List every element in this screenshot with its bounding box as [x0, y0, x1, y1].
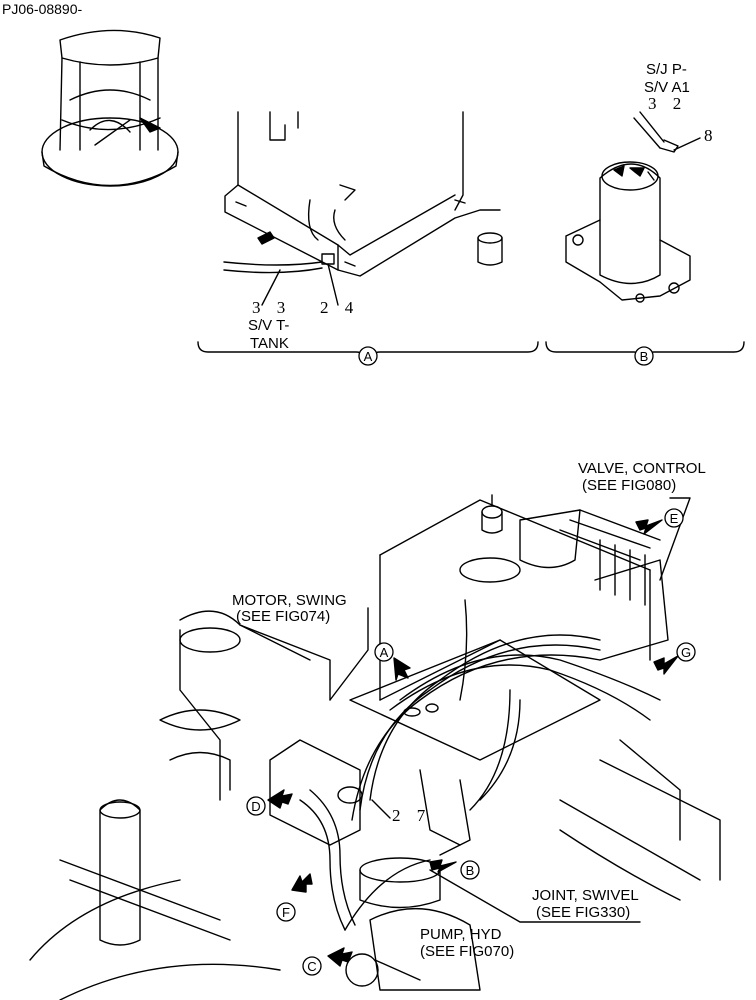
arrow-f: [291, 873, 313, 893]
joint-label-line1: JOINT, SWIVEL: [532, 887, 639, 904]
detail-b-label-line1: S/J P-: [646, 61, 687, 78]
valve-leader: [659, 497, 691, 581]
callout-32: 3 2: [648, 94, 688, 113]
pump-leader: [374, 959, 421, 981]
callout-8: 8: [704, 126, 719, 145]
marker-c: C: [302, 956, 322, 976]
document-id: PJ06-08890-: [2, 1, 83, 17]
arrow-e: [635, 519, 663, 535]
callout-24: 2 4: [320, 298, 360, 317]
marker-f: F: [276, 902, 296, 922]
detail-b-drawing: [565, 111, 701, 303]
marker-detail-a: A: [358, 346, 378, 366]
pump-label-line1: PUMP, HYD: [420, 926, 502, 943]
arrow-c: [327, 947, 353, 967]
svg-text:G: G: [681, 645, 691, 660]
svg-text:E: E: [670, 511, 679, 526]
callout-27-leader: [371, 799, 391, 819]
detail-a-drawing: [223, 111, 503, 306]
marker-g: G: [676, 642, 696, 662]
arrow-d: [267, 789, 293, 809]
arrow-b: [429, 859, 457, 873]
joint-label-line2: (SEE FIG330): [536, 904, 631, 921]
svg-text:F: F: [282, 905, 290, 920]
callout-27: 2 7: [392, 806, 432, 825]
arrow-g: [653, 655, 679, 675]
detail-a-label-line2: TANK: [250, 335, 289, 352]
marker-e: E: [664, 508, 684, 528]
svg-text:A: A: [364, 349, 373, 364]
marker-a: A: [374, 642, 394, 662]
detail-b-label-line2: S/V A1: [644, 79, 690, 96]
svg-text:B: B: [466, 863, 475, 878]
detail-a-label-line1: S/V T-: [248, 317, 290, 334]
svg-text:A: A: [380, 645, 389, 660]
valve-label-line1: VALVE, CONTROL: [578, 460, 706, 477]
motor-label-line1: MOTOR, SWING: [232, 592, 347, 609]
marker-detail-b: B: [634, 346, 654, 366]
joint-leader: [429, 869, 641, 923]
callout-33-a: 3 3: [252, 298, 292, 317]
valve-label-line2: (SEE FIG080): [582, 477, 677, 494]
marker-d: D: [246, 796, 266, 816]
main-assembly: [29, 494, 721, 1000]
marker-b: B: [460, 860, 480, 880]
pump-label-line2: (SEE FIG070): [420, 943, 515, 960]
svg-text:B: B: [640, 349, 649, 364]
svg-text:D: D: [251, 799, 260, 814]
overview-thumbnail: [41, 29, 179, 187]
svg-text:C: C: [307, 959, 316, 974]
arrow-a: [393, 657, 411, 681]
motor-leader: [239, 607, 369, 701]
motor-label-line2: (SEE FIG074): [236, 608, 331, 625]
